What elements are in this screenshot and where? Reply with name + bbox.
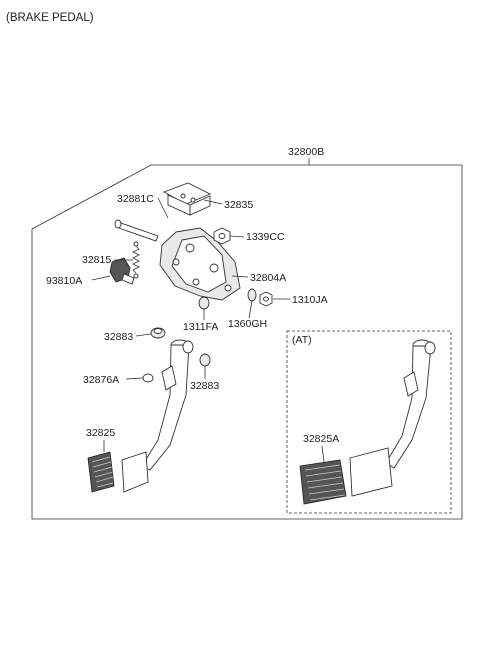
leader-32804a <box>231 275 249 278</box>
stop-lamp-switch <box>109 257 135 285</box>
callout-32835: 32835 <box>224 199 253 211</box>
callout-32825: 32825 <box>86 427 115 439</box>
bushing-32883-bottom <box>199 353 211 367</box>
at-brake-pedal-pad <box>299 447 393 505</box>
callout-32881c: 32881C <box>117 193 154 205</box>
pedal-arm <box>141 339 194 471</box>
brake-pedal-pad <box>87 451 149 493</box>
callout-32883-bottom: 32883 <box>190 380 219 392</box>
at-inset-label: (AT) <box>292 334 312 346</box>
nut-1339cc <box>213 227 231 245</box>
pedal-stopper <box>142 373 154 383</box>
bushing-1311fa <box>198 296 210 310</box>
callout-1311fa: 1311FA <box>183 321 218 333</box>
diagram-title: (BRAKE PEDAL) <box>6 12 94 24</box>
callout-32825a: 32825A <box>303 433 339 445</box>
bushing-1360gh <box>247 288 257 302</box>
pedal-bracket <box>159 227 241 301</box>
callout-32815: 32815 <box>82 254 111 266</box>
callout-32804a: 32804A <box>250 272 286 284</box>
at-inset-box <box>286 330 452 514</box>
return-spring <box>132 241 140 279</box>
at-pedal-arm <box>385 339 436 469</box>
leader-1360gh <box>248 300 253 319</box>
leader-32881c <box>157 197 169 219</box>
leader-32835 <box>203 199 223 205</box>
callout-1310ja: 1310JA <box>292 294 328 306</box>
callout-1360gh: 1360GH <box>228 318 267 330</box>
pivot-pin <box>114 219 159 242</box>
nut-1310ja <box>259 291 273 307</box>
leader-32876a <box>125 377 144 380</box>
mounting-bracket <box>162 182 212 216</box>
callout-32876a: 32876A <box>83 374 119 386</box>
callout-1339cc: 1339CC <box>246 231 285 243</box>
leader-1339cc <box>229 235 245 238</box>
assembly-outline <box>31 164 463 520</box>
bushing-32883-top <box>150 327 166 339</box>
leader-32883-top <box>135 333 152 337</box>
leader-93810a <box>91 275 111 281</box>
assembly-label: 32800B <box>288 146 324 158</box>
callout-32883-top: 32883 <box>104 331 133 343</box>
callout-93810a: 93810A <box>46 275 82 287</box>
leader-32825a <box>321 445 325 463</box>
